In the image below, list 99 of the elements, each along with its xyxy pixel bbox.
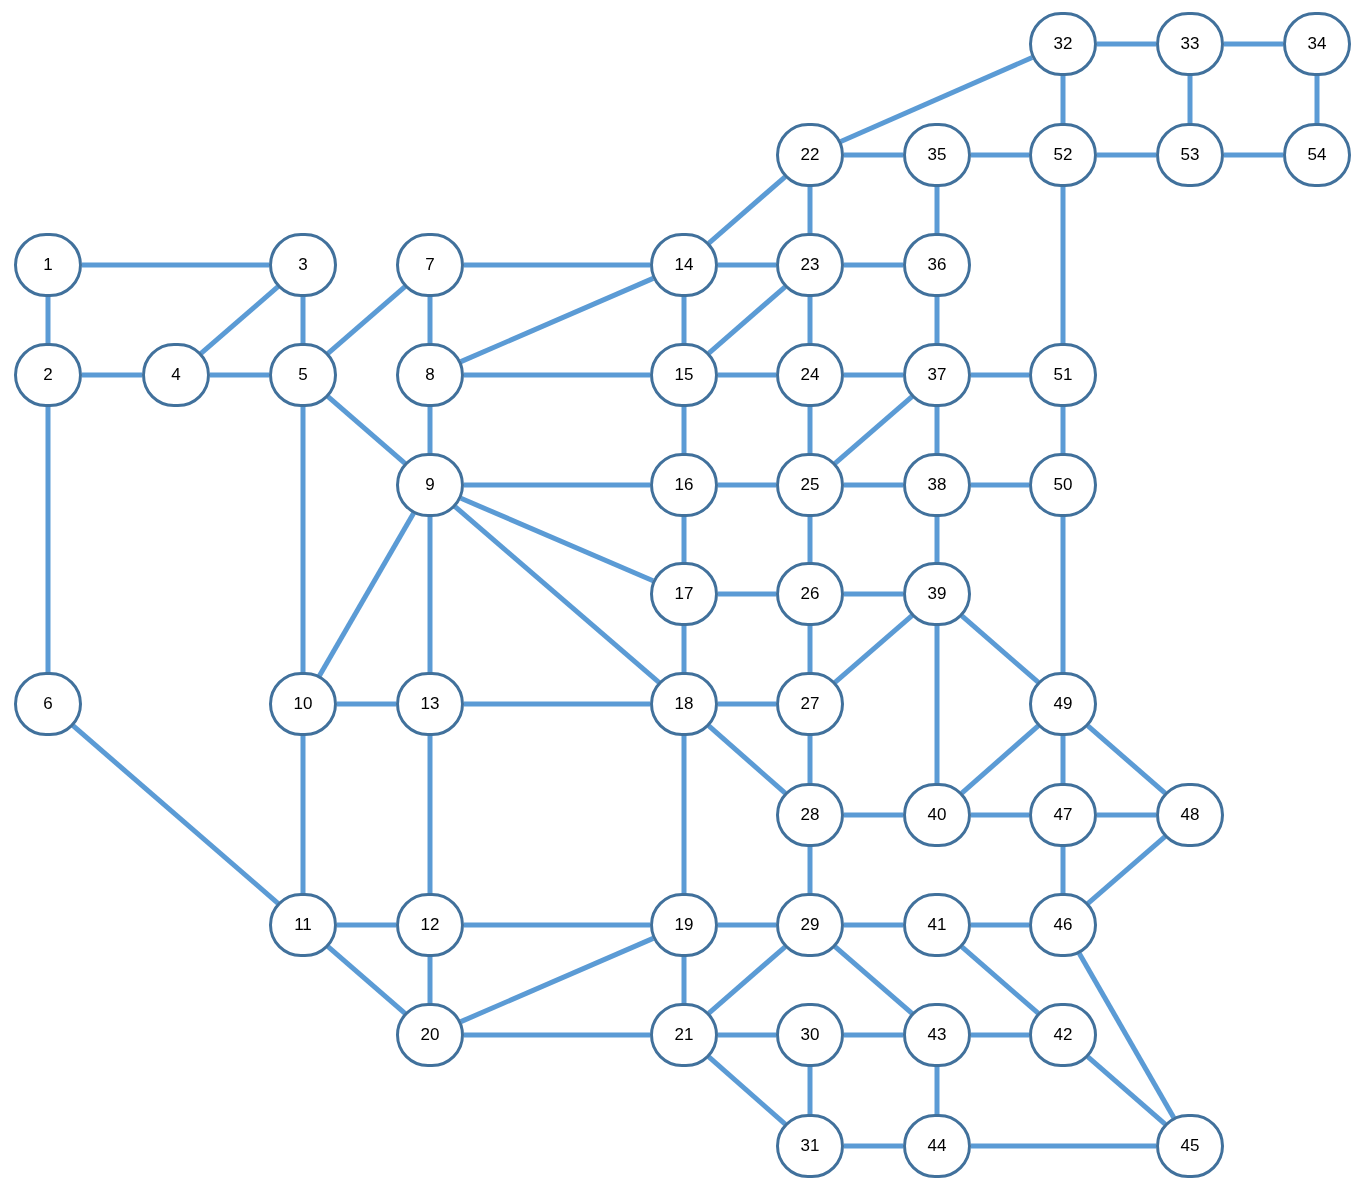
connector-line (807, 847, 813, 893)
connector-line (807, 1067, 813, 1114)
connector-line (1314, 76, 1320, 123)
connector-line (807, 187, 813, 233)
connector-line (681, 297, 687, 343)
connector-line (807, 297, 813, 343)
connector-line (971, 482, 1029, 488)
connector-line (464, 701, 650, 707)
connector-line (934, 626, 940, 783)
connector-line (833, 944, 914, 1016)
connector-line (960, 724, 1040, 795)
connector-line (82, 372, 142, 378)
connector-line (1097, 152, 1156, 158)
connector-line (1097, 41, 1156, 47)
connector-line (427, 407, 433, 453)
connector-line (707, 174, 787, 246)
connector-line (464, 372, 650, 378)
connector-line (453, 504, 661, 685)
connector-line (71, 723, 280, 906)
connector-line (1060, 407, 1066, 453)
connector-line (844, 372, 903, 378)
connector-line (1224, 41, 1283, 47)
connector-line (300, 736, 306, 893)
connector-line (82, 262, 269, 268)
connector-line (807, 517, 813, 562)
connector-line (718, 701, 776, 707)
connector-line (844, 812, 903, 818)
connector-line (45, 407, 51, 672)
connector-line (45, 297, 51, 343)
connector-line (971, 152, 1029, 158)
connector-line (1060, 517, 1066, 672)
connector-line (1086, 834, 1167, 906)
connector-line (707, 944, 787, 1016)
connector-line (960, 944, 1040, 1016)
connector-line (833, 613, 914, 685)
connector-line (1060, 187, 1066, 343)
connector-line (300, 297, 306, 343)
connector-line (427, 297, 433, 343)
connector-line (833, 394, 914, 466)
connector-line (1187, 76, 1193, 123)
connector-line (707, 284, 787, 356)
connector-line (681, 626, 687, 672)
connector-line (1060, 76, 1066, 123)
connector-line (210, 372, 269, 378)
connector-line (707, 724, 787, 795)
connector-line (971, 1032, 1029, 1038)
connector-line (199, 284, 280, 356)
connector-line (707, 1055, 787, 1126)
connector-line (464, 922, 650, 928)
connector-line (971, 372, 1029, 378)
connector-line (718, 1032, 776, 1038)
connector-line (934, 297, 940, 343)
connector-line (718, 262, 776, 268)
connector-line (337, 922, 396, 928)
connector-line (844, 1143, 903, 1149)
connector-line (844, 1032, 903, 1038)
connector-line (1060, 736, 1066, 783)
connector-line (1224, 152, 1283, 158)
connector-line (960, 613, 1040, 685)
connector-line (718, 922, 776, 928)
connector-line (971, 812, 1029, 818)
connector-line (464, 482, 650, 488)
connector-line (427, 957, 433, 1003)
connector-line (326, 944, 407, 1016)
connector-line (718, 482, 776, 488)
connector-line (844, 922, 903, 928)
connector-line (807, 626, 813, 672)
connector-line (681, 736, 687, 893)
connector-line (337, 701, 396, 707)
connector-line (326, 284, 407, 356)
connector-line (718, 591, 776, 597)
connector-line (326, 394, 407, 466)
connector-line (844, 591, 903, 597)
connector-line (934, 517, 940, 562)
connector-line (464, 262, 650, 268)
connector-line (1097, 812, 1156, 818)
connector-line (300, 407, 306, 672)
connector-line (464, 1032, 650, 1038)
connector-line (427, 517, 433, 672)
connector-line (718, 372, 776, 378)
connector-line (1086, 1054, 1167, 1127)
connector-line (971, 922, 1029, 928)
connector-line (317, 511, 416, 678)
connector-line (681, 407, 687, 453)
connector-line (844, 482, 903, 488)
connector-line (807, 407, 813, 453)
connector-line (1086, 723, 1167, 796)
connector-line (681, 517, 687, 562)
connector-line (934, 187, 940, 233)
connector-line (1077, 951, 1176, 1120)
connector-line (1060, 847, 1066, 893)
connector-line (934, 407, 940, 453)
connector-line (807, 736, 813, 783)
connector-line (971, 1143, 1156, 1149)
connector-line (844, 152, 903, 158)
connector-line (844, 262, 903, 268)
connector-line (934, 1067, 940, 1114)
connector-line (427, 736, 433, 893)
connector-line (681, 957, 687, 1003)
